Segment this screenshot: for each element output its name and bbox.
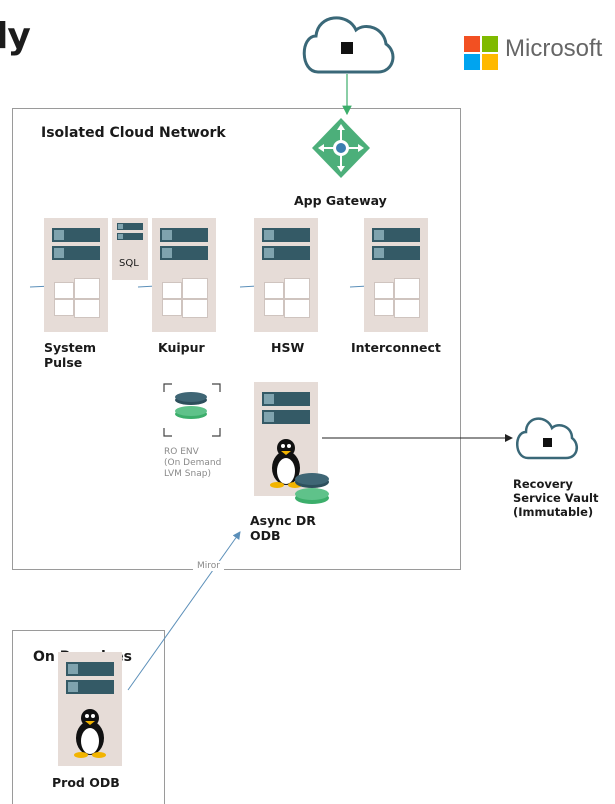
hsw-server	[254, 218, 318, 332]
sql-server: SQL	[112, 218, 148, 280]
system-pulse-server	[44, 218, 108, 332]
kuipur-label: Kuipur	[158, 340, 205, 355]
interconnect-label: Interconnect	[351, 340, 441, 355]
page-title-fragment: ly	[0, 16, 31, 57]
snapshot-bracket-icon	[163, 383, 221, 437]
windows-logo-icon	[162, 278, 208, 318]
windows-logo-icon	[374, 278, 420, 318]
app-gateway-label: App Gateway	[294, 193, 387, 208]
hsw-label: HSW	[271, 340, 305, 355]
cloud-icon	[302, 16, 395, 74]
windows-logo-icon	[264, 278, 310, 318]
cloud-network-title: Isolated Cloud Network	[41, 125, 226, 141]
microsoft-brand-name: Microsoft	[505, 35, 603, 62]
database-stack-icon	[175, 392, 207, 419]
interconnect-server	[364, 218, 428, 332]
recovery-cloud-icon	[516, 417, 579, 460]
windows-logo-icon	[54, 278, 100, 318]
prod-odb-server	[58, 652, 122, 766]
kuipur-server	[152, 218, 216, 332]
sql-label: SQL	[119, 258, 139, 269]
linux-penguin-icon	[270, 439, 302, 488]
isolated-cloud-network-box	[12, 108, 461, 570]
microsoft-logo-icon	[464, 36, 498, 70]
app-gateway-icon	[312, 118, 370, 178]
database-stack-icon	[295, 473, 329, 504]
mirror-label: Miror	[193, 561, 224, 571]
prod-odb-label: Prod ODB	[52, 775, 120, 790]
linux-penguin-icon	[74, 709, 106, 758]
